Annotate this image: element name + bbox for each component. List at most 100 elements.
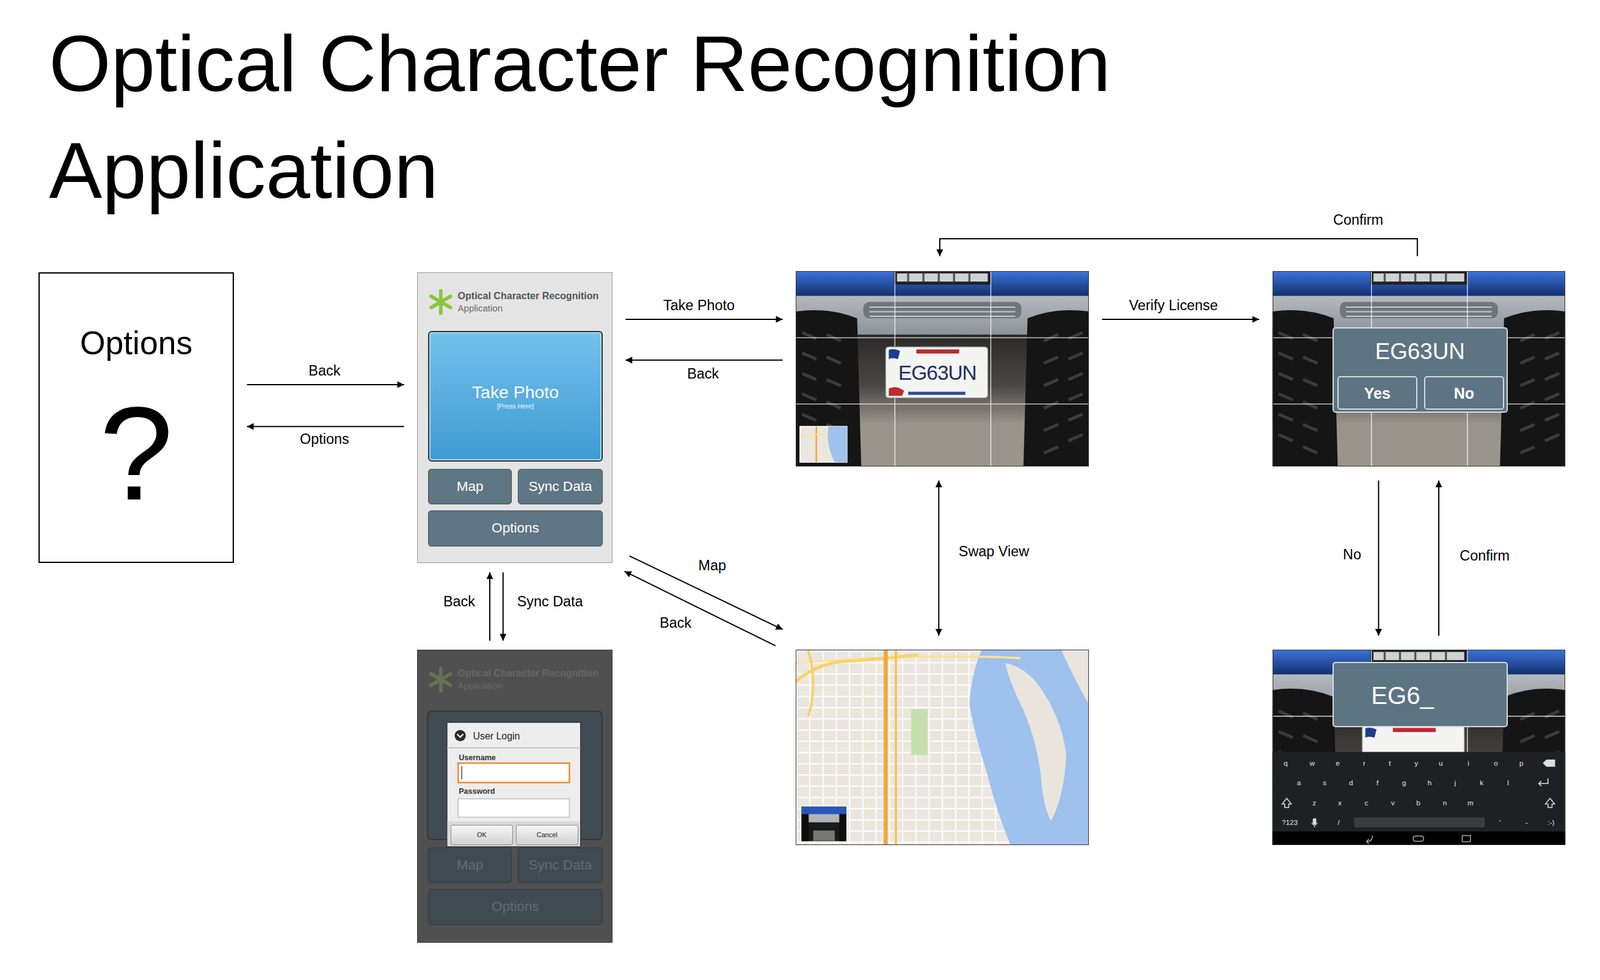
key-label: p bbox=[1519, 759, 1524, 768]
login-dialog-frame bbox=[458, 763, 570, 783]
soft-keyboard bbox=[1413, 836, 1424, 841]
edge-label: No bbox=[1341, 547, 1364, 564]
camera-thumbnail bbox=[801, 814, 810, 841]
camera-photo bbox=[792, 271, 1094, 466]
key-label: n bbox=[1443, 799, 1448, 808]
node-text: Sync Data bbox=[528, 857, 592, 874]
login-screen: Optical Character RecognitionApplication… bbox=[417, 649, 612, 943]
camera-photo bbox=[1268, 649, 1570, 845]
camera-thumbnail bbox=[813, 830, 835, 841]
key-label: j bbox=[1454, 778, 1456, 787]
verify-screen: EG63UNYesNo bbox=[1272, 271, 1566, 466]
key-label: h bbox=[1427, 778, 1433, 787]
camera-thumbnail bbox=[807, 814, 840, 822]
sync-data-button: Sync Data bbox=[517, 469, 603, 505]
map-button: Map bbox=[428, 469, 512, 505]
node-text: Application bbox=[458, 680, 503, 692]
page-title: Optical Character Recognition Applicatio… bbox=[48, 10, 1274, 225]
node-text: Password bbox=[458, 787, 495, 796]
key-label: m bbox=[1467, 799, 1474, 808]
flow-arrow bbox=[629, 556, 783, 630]
app-icon bbox=[431, 290, 451, 314]
flow-arrow bbox=[246, 425, 404, 427]
street-map bbox=[795, 649, 1089, 845]
map-thumbnail bbox=[828, 426, 848, 462]
key-label: z bbox=[1312, 799, 1317, 808]
soft-keyboard bbox=[1311, 823, 1318, 829]
key-label: d bbox=[1349, 778, 1354, 787]
node-text: Take Photo bbox=[472, 382, 559, 403]
flow-arrow bbox=[1438, 480, 1440, 636]
flow-arrow bbox=[625, 318, 783, 320]
node-text: Optical Character Recognition bbox=[458, 666, 600, 680]
edge-label: Sync Data bbox=[515, 594, 586, 611]
key-label: - bbox=[1525, 818, 1528, 827]
take-photo-button: Take Photo[Press Here] bbox=[428, 330, 603, 462]
node-text: Options bbox=[80, 323, 193, 364]
soft-keyboard bbox=[1542, 759, 1555, 768]
key-label: i bbox=[1467, 759, 1470, 768]
map-screen bbox=[795, 649, 1089, 845]
camera-thumbnail bbox=[839, 814, 847, 841]
entry-dialog: EG6_ bbox=[1332, 661, 1508, 728]
key-label: o bbox=[1493, 759, 1499, 768]
soft-keyboard bbox=[1461, 835, 1470, 842]
flow-arrow bbox=[1102, 318, 1260, 320]
soft-keyboard bbox=[1312, 818, 1317, 825]
edge-label: Map bbox=[696, 558, 728, 575]
key-label: e bbox=[1335, 759, 1340, 768]
map-button-dimmed: Map bbox=[428, 847, 512, 884]
street-map bbox=[883, 649, 888, 845]
login-dialog-frame bbox=[447, 747, 581, 749]
map-thumbnail bbox=[800, 426, 848, 462]
node-text: No bbox=[1454, 384, 1475, 403]
login-dialog-frame bbox=[461, 766, 462, 780]
key-label: g bbox=[1402, 778, 1407, 787]
edge-label: Swap View bbox=[956, 544, 1031, 560]
node-text: Cancel bbox=[536, 831, 558, 840]
flow-arrow bbox=[1377, 480, 1379, 636]
login-dialog-frame bbox=[454, 730, 466, 742]
flow-arrow bbox=[625, 359, 783, 361]
camera-thumbnail bbox=[801, 806, 848, 815]
node-text: EG63UN bbox=[898, 360, 977, 386]
key-label: w bbox=[1309, 759, 1315, 768]
soft-keyboard bbox=[1282, 798, 1292, 808]
key-label: k bbox=[1479, 778, 1484, 787]
key-label: ' bbox=[1499, 818, 1501, 827]
street-map bbox=[795, 649, 1089, 845]
node-text: OK bbox=[476, 831, 487, 840]
dimmed-screen bbox=[417, 649, 612, 943]
node-text: Optical Character Recognition bbox=[458, 289, 600, 302]
edge-label: Confirm bbox=[1457, 548, 1512, 565]
soft-keyboard bbox=[1272, 751, 1566, 845]
key-label: y bbox=[1414, 759, 1419, 768]
dimmed-screen bbox=[417, 649, 612, 943]
map-thumbnail bbox=[800, 426, 848, 462]
flow-arrow bbox=[938, 480, 940, 636]
login-dialog-frame bbox=[447, 722, 581, 848]
soft-keyboard bbox=[1366, 835, 1373, 844]
yes-button: Yes bbox=[1337, 376, 1417, 410]
node-text: Map bbox=[456, 478, 484, 496]
camera-screen: EG63UN bbox=[795, 271, 1089, 466]
dimmed-screen bbox=[431, 668, 451, 691]
flow-arrow bbox=[624, 571, 776, 647]
node-text: [Press Here] bbox=[497, 402, 534, 411]
edge-label: Verify License bbox=[1127, 298, 1221, 314]
key-label: c bbox=[1364, 799, 1368, 808]
node-text: Yes bbox=[1364, 384, 1391, 403]
edge-label: Back bbox=[657, 615, 694, 632]
sync-data-button-dimmed: Sync Data bbox=[517, 847, 603, 884]
key-label: :-) bbox=[1547, 818, 1555, 827]
key-label: u bbox=[1438, 759, 1444, 768]
node-text: Options bbox=[491, 520, 540, 537]
login-dialog-frame bbox=[457, 734, 464, 738]
key-label: / bbox=[1338, 818, 1340, 827]
options-screen: Options? bbox=[38, 272, 234, 564]
node-text: EG6_ bbox=[1370, 681, 1434, 711]
license-plate: EG63UN bbox=[886, 347, 989, 399]
key-label: a bbox=[1297, 778, 1302, 787]
node-text: User Login bbox=[473, 730, 521, 742]
street-map bbox=[894, 649, 897, 845]
